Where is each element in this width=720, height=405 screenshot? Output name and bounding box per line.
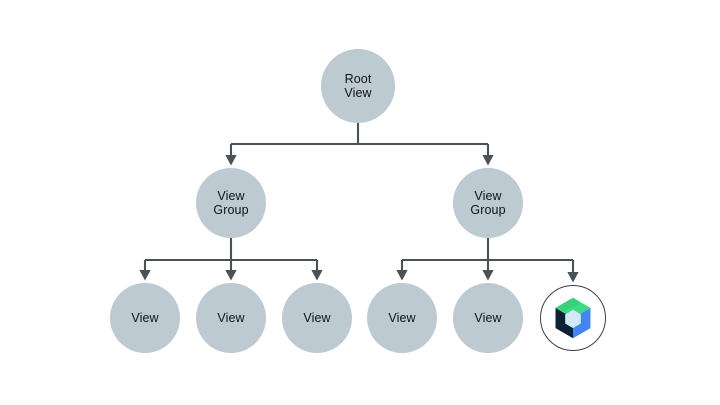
node-root-view[interactable]: Root View [321, 49, 395, 123]
node-view-leaf-2[interactable]: View [196, 283, 266, 353]
node-view-leaf-1-label: View [131, 310, 159, 325]
node-root-view-label: Root View [344, 71, 372, 100]
node-view-group-right[interactable]: View Group [453, 168, 523, 238]
node-view-leaf-5-label: View [474, 310, 502, 325]
node-view-leaf-5[interactable]: View [453, 283, 523, 353]
node-view-leaf-3-label: View [303, 310, 331, 325]
jetpack-compose-logo-icon [555, 297, 591, 339]
node-view-leaf-4[interactable]: View [367, 283, 437, 353]
node-view-group-left-label: View Group [213, 188, 249, 217]
node-view-leaf-2-label: View [217, 310, 245, 325]
node-view-leaf-1[interactable]: View [110, 283, 180, 353]
node-compose[interactable] [540, 285, 606, 351]
node-view-leaf-4-label: View [388, 310, 416, 325]
node-view-group-left[interactable]: View Group [196, 168, 266, 238]
node-view-group-right-label: View Group [470, 188, 506, 217]
node-view-leaf-3[interactable]: View [282, 283, 352, 353]
